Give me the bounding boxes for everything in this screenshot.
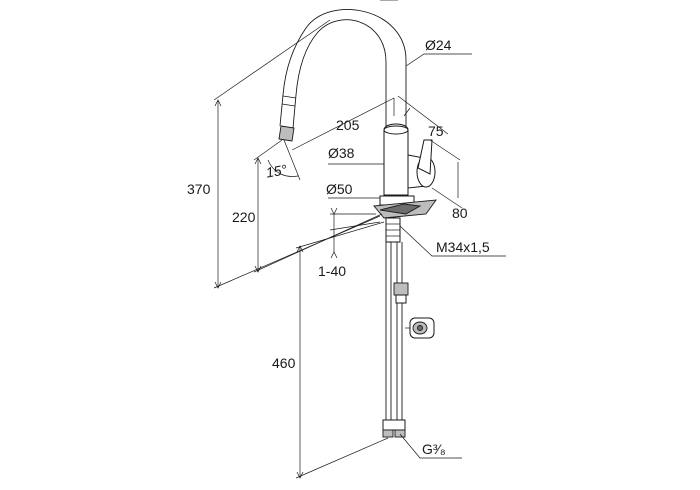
supply-hoses bbox=[382, 217, 435, 438]
label-d-spout: Ø24 bbox=[425, 37, 452, 53]
dimension-lines bbox=[213, 0, 506, 479]
label-hose-length: 460 bbox=[272, 355, 296, 371]
label-angle: 15° bbox=[265, 161, 289, 181]
label-d-base: Ø50 bbox=[326, 181, 353, 197]
faucet-body bbox=[373, 123, 437, 219]
label-height-outlet: 220 bbox=[232, 209, 256, 225]
dimension-labels: Ø24 205 75 Ø38 15° Ø50 370 220 80 M34x1,… bbox=[187, 37, 490, 457]
faucet-spout bbox=[278, 9, 407, 142]
label-connection: G³⁄₈ bbox=[422, 441, 446, 457]
label-deck: 1-40 bbox=[318, 263, 346, 279]
label-d-body-top: 75 bbox=[428, 123, 444, 139]
label-height-total: 370 bbox=[187, 181, 211, 197]
label-d-body: Ø38 bbox=[328, 145, 355, 161]
label-thread: M34x1,5 bbox=[436, 239, 490, 255]
label-reach: 205 bbox=[336, 117, 360, 133]
label-lever: 80 bbox=[452, 205, 468, 221]
